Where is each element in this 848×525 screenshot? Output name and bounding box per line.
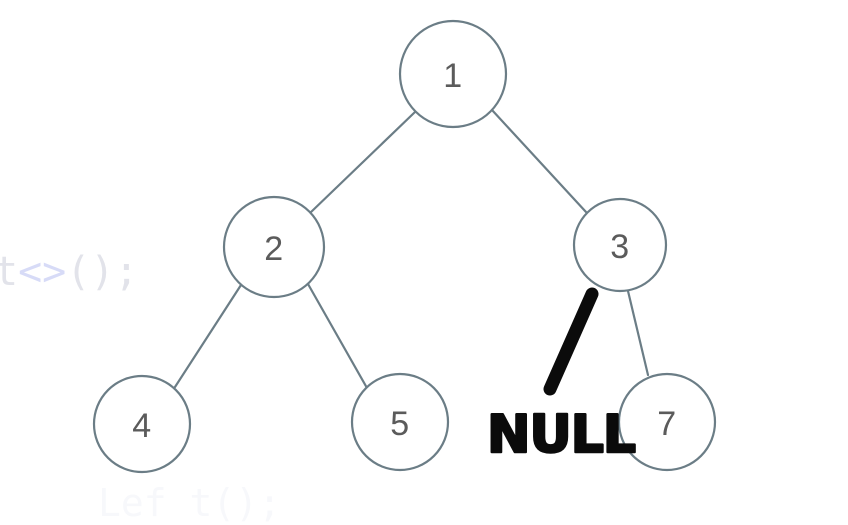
node-label-2: 2 [264, 230, 283, 268]
tree-node-4[interactable]: 4 [92, 374, 192, 474]
tree-node-5[interactable]: 5 [350, 372, 450, 472]
edge-1-2 [308, 110, 417, 215]
node-label-7: 7 [657, 405, 676, 443]
node-circle-3[interactable] [572, 197, 668, 293]
edge-2-4 [173, 283, 243, 389]
node-circle-2[interactable] [222, 195, 326, 299]
node-label-3: 3 [610, 228, 629, 266]
tree-node-3[interactable]: 3 [572, 197, 668, 293]
binary-tree-svg: 1 2 3 4 5 7 [92, 19, 717, 474]
node-circle-7[interactable] [617, 372, 717, 472]
tree-nodes-group: 1 2 3 4 5 7 [92, 19, 717, 474]
node-label-4: 4 [132, 407, 151, 445]
tree-node-2[interactable]: 2 [222, 195, 326, 299]
node-circle-1[interactable] [398, 19, 508, 129]
edge-1-3 [490, 108, 588, 214]
diagram-canvas: t<>(); Lef t(); 1 2 3 [0, 19, 717, 474]
null-annotation-group: NULL [486, 287, 637, 466]
node-circle-4[interactable] [92, 374, 192, 474]
null-annotation-label: NULL [487, 405, 635, 465]
edge-3-7 [626, 289, 650, 377]
node-label-1: 1 [443, 57, 462, 95]
tree-edges-group [173, 108, 650, 390]
node-circle-5[interactable] [350, 372, 450, 472]
tree-node-1[interactable]: 1 [398, 19, 508, 129]
tree-node-7[interactable]: 7 [617, 372, 717, 472]
edge-2-5 [306, 282, 369, 390]
node-label-5: 5 [390, 405, 409, 443]
null-pointer-stroke [543, 287, 599, 396]
